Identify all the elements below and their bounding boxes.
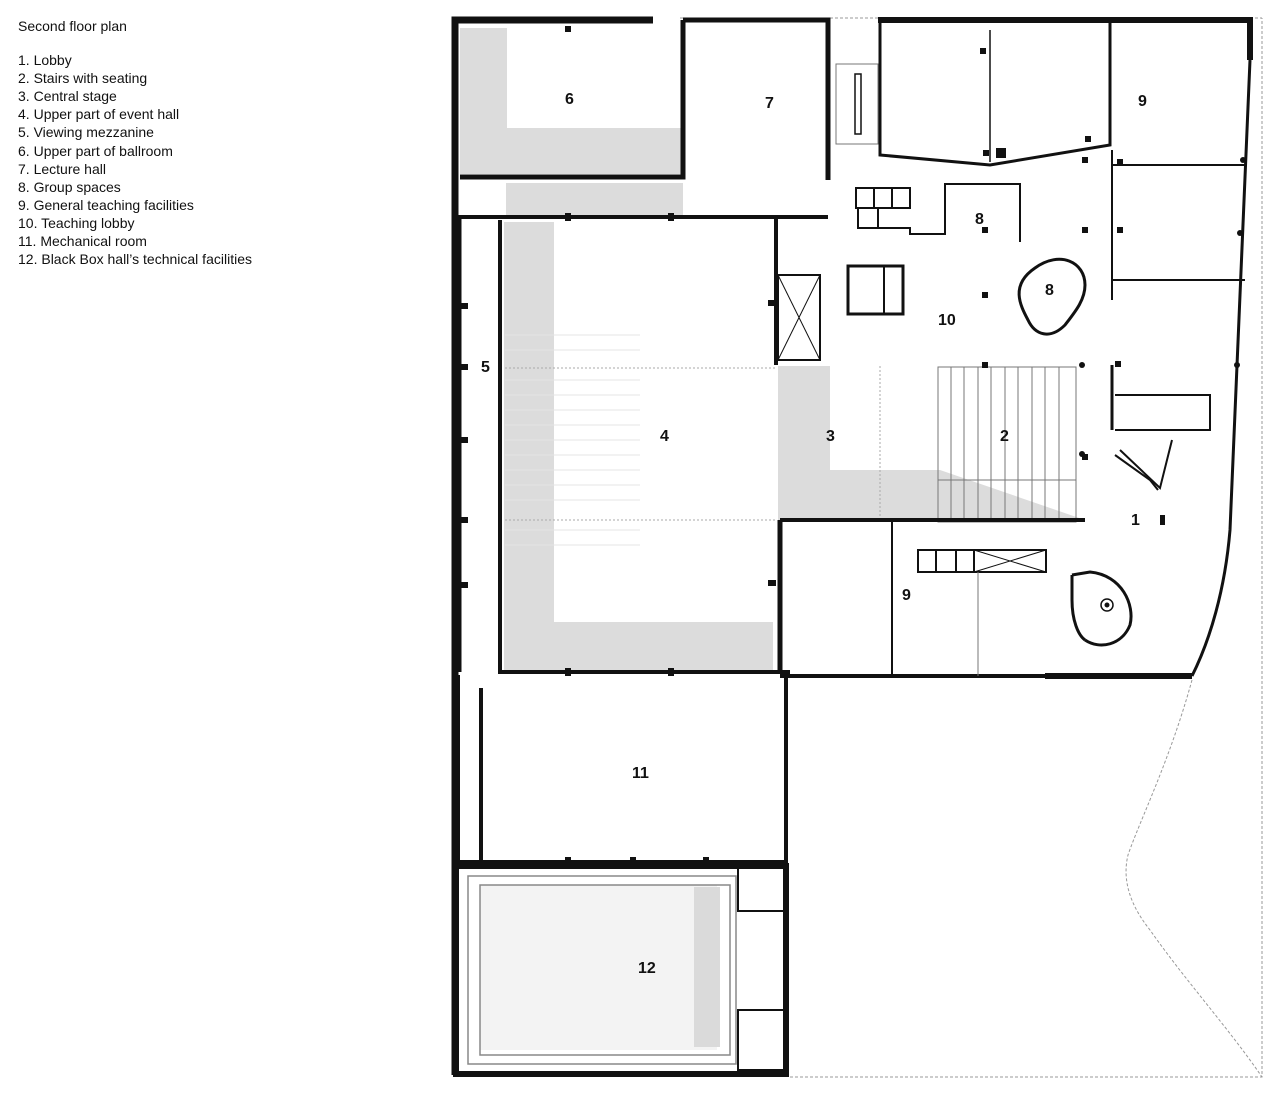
- legend-list: 1. Lobby 2. Stairs with seating 3. Centr…: [18, 51, 252, 268]
- room-label-7: 7: [765, 95, 774, 112]
- legend-item: 4. Upper part of event hall: [18, 106, 180, 123]
- room-label-4: 4: [660, 428, 669, 445]
- room-label-8a: 8: [975, 211, 984, 228]
- legend-item: 5. Viewing mezzanine: [18, 124, 154, 141]
- room-label-5: 5: [481, 359, 490, 376]
- shaded-regions: [460, 28, 1085, 1050]
- group-space-blob: [1017, 257, 1087, 336]
- legend-item: 12. Black Box hall’s technical facilitie…: [18, 251, 252, 268]
- legend-title: Second floor plan: [18, 18, 127, 34]
- legend-item: 6. Upper part of ballroom: [18, 142, 173, 159]
- room-label-2: 2: [1000, 428, 1009, 445]
- black-box-hall: [467, 865, 785, 1071]
- legend-item: 11. Mechanical room: [18, 233, 147, 250]
- legend-item: 1. Lobby: [18, 52, 72, 69]
- legend-item: 8. Group spaces: [18, 178, 121, 195]
- room-label-3: 3: [826, 428, 835, 445]
- service-rooms: [777, 63, 1211, 676]
- room-label-11: 11: [632, 765, 649, 782]
- room-label-10: 10: [938, 312, 956, 329]
- site-boundary: [680, 17, 1263, 1078]
- walls: [451, 16, 1253, 1077]
- room-label-12: 12: [638, 960, 656, 977]
- legend-item: 2. Stairs with seating: [18, 70, 148, 87]
- legend-item: 10. Teaching lobby: [18, 214, 135, 231]
- legend-item: 9. General teaching facilities: [18, 196, 194, 213]
- hall-dashed-lines: [505, 366, 881, 521]
- legend-item: 7. Lecture hall: [18, 160, 106, 177]
- room-label-8b: 8: [1045, 282, 1054, 299]
- room-labels: 1 2 3 4 5 6 7 8 8 9 9 10 11 12: [481, 91, 1147, 977]
- spiral-stair: [1070, 570, 1133, 647]
- stairs-with-seating: [937, 366, 1077, 523]
- room-label-9a: 9: [1138, 93, 1147, 110]
- plan-legend: Second floor plan 1. Lobby 2. Stairs wit…: [18, 17, 252, 268]
- seating-grid: [505, 334, 640, 546]
- columns: [460, 26, 1246, 866]
- legend-item: 3. Central stage: [18, 88, 117, 105]
- room-label-6: 6: [565, 91, 574, 108]
- room-label-9b: 9: [902, 587, 911, 604]
- room-label-1: 1: [1131, 512, 1140, 529]
